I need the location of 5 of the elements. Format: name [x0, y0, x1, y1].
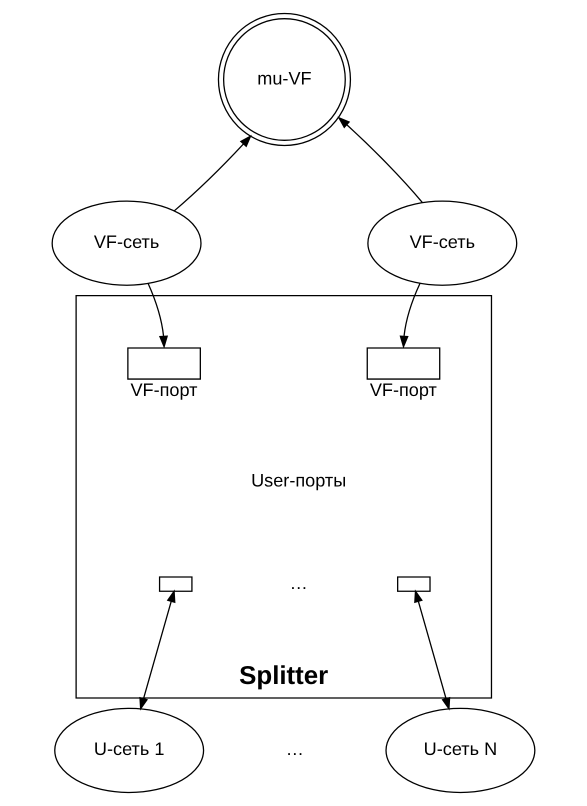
label: … — [286, 739, 304, 760]
node-label: VF-порт — [370, 380, 437, 400]
label: User-порты — [251, 470, 346, 491]
node-label: VF-порт — [130, 380, 198, 400]
label: … — [290, 572, 308, 593]
